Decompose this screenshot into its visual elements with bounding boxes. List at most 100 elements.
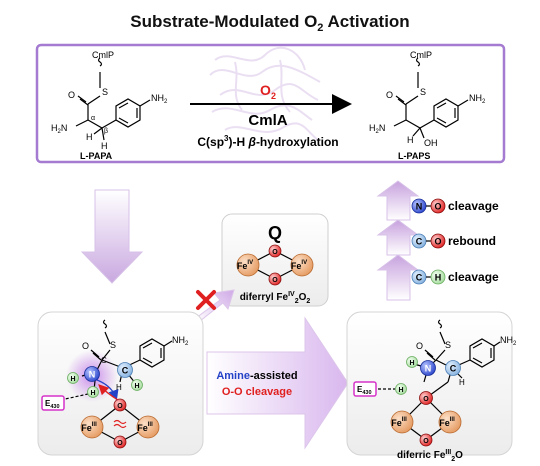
n-atom-icon (420, 360, 436, 376)
amine-assisted-arrow (206, 316, 349, 450)
o-atom-lower (419, 433, 433, 447)
h-atom-icon (67, 372, 79, 384)
residue-badge-right (353, 381, 377, 397)
product-name: L-PAPS (398, 151, 430, 161)
h-label-left-1: H (86, 132, 93, 142)
h-atom-icon (430, 269, 446, 285)
left-peroxo-core: FeIII FeIII O O (80, 398, 160, 449)
q-intermediate-panel (221, 213, 329, 307)
c-atom-icon (117, 362, 133, 378)
oxygen-label-right: O (386, 90, 393, 100)
right-complex-panel (346, 311, 513, 456)
left-complex-atoms: N H H C H (67, 362, 143, 398)
product-l-paps (393, 57, 469, 139)
svg-text:FeIV: FeIV (291, 260, 307, 271)
step-c-o-rebound: C O rebound (411, 233, 496, 249)
h-atom-icon (131, 379, 143, 391)
svg-text:O: O (423, 438, 429, 445)
left-complex-labels: S O C H NH2 (82, 335, 189, 392)
h-atom-icon (406, 356, 418, 368)
blocked-x-icon (196, 290, 216, 310)
c-atom-icon (445, 360, 461, 376)
beta-label-left: β (104, 128, 108, 135)
nh2-label-left: NH2 (151, 93, 168, 105)
svg-text:FeIV: FeIV (237, 260, 253, 271)
o2-label: O2 (260, 82, 276, 101)
step-n-o-cleavage: N O cleavage (411, 198, 499, 214)
svg-text:O: O (434, 202, 441, 212)
svg-text:O: O (117, 403, 123, 410)
svg-text:H: H (134, 383, 139, 390)
svg-text:S: S (445, 340, 451, 350)
svg-text:NH2: NH2 (172, 335, 189, 347)
svg-text:C: C (101, 356, 107, 365)
step-label-1: cleavage (448, 199, 499, 213)
svg-text:O: O (82, 341, 89, 351)
substrate-l-papa (75, 57, 151, 141)
svg-text:O: O (434, 237, 441, 247)
mechanism-step-arrows (376, 180, 420, 301)
o-o-cleavage-label: O-O cleavage (222, 386, 292, 398)
h-label-left-2: H (101, 141, 108, 151)
electron-arrow-blue (96, 379, 119, 401)
svg-text:N: N (89, 370, 96, 380)
svg-text:C: C (416, 273, 423, 283)
down-arrow (80, 189, 144, 284)
o-atom-bottom (268, 272, 282, 286)
oh-label-right: OH (424, 138, 438, 148)
h-label-right: H (407, 135, 414, 145)
h-atom-icon (395, 383, 407, 395)
carrier-label-left: CmlP (92, 50, 114, 60)
svg-text:N: N (425, 364, 432, 374)
o-atom-upper (419, 391, 433, 405)
svg-text:O: O (272, 277, 278, 284)
o-atom-lower (113, 435, 127, 449)
o-atom-icon (430, 198, 446, 214)
svg-text:FeIII: FeIII (81, 422, 97, 433)
h-atom-icon (87, 386, 99, 398)
svg-text:O: O (117, 440, 123, 447)
n-atom-icon (84, 366, 100, 382)
svg-text:FeIII: FeIII (137, 422, 153, 433)
sulfur-label-right: S (420, 87, 426, 97)
substrate-name: L-PAPA (80, 151, 113, 161)
diferric-caption: diferric FeIII2O (397, 449, 463, 461)
up-arrow-3 (376, 254, 420, 301)
up-arrow-2 (376, 219, 420, 256)
left-complex-panel (37, 311, 204, 456)
protein-structure-backdrop (209, 46, 321, 141)
svg-text:H: H (398, 387, 403, 394)
svg-text:H: H (70, 376, 75, 383)
svg-text:H: H (435, 273, 442, 283)
fe-iv-atom-left (236, 253, 260, 277)
right-complex-labels: S O H NH2 (416, 335, 517, 387)
nh2-label-right: NH2 (469, 93, 486, 105)
fe-iii-atom-right (438, 410, 462, 434)
svg-text:S: S (110, 340, 116, 350)
svg-text:H: H (409, 360, 414, 367)
page-title: Substrate-Modulated O2 Activation (130, 12, 409, 34)
residue-label-left: E430 (45, 399, 60, 410)
svg-text:FeIII: FeIII (439, 417, 455, 428)
o-atom-icon (430, 233, 446, 249)
oxygen-label-left: O (68, 90, 75, 100)
electron-arrow-red (98, 384, 119, 401)
right-diferric-core: FeIII FeIII O O (390, 391, 462, 447)
residue-label-right: E430 (357, 385, 372, 396)
svg-text:O: O (423, 396, 429, 403)
reaction-type-label: C(sp3)-H β-hydroxylation (197, 134, 338, 149)
svg-text:N: N (416, 202, 423, 212)
fe-iv-atom-right (290, 253, 314, 277)
fe-iii-atom-right (136, 415, 160, 439)
up-arrow-1 (376, 180, 420, 221)
step-c-h-cleavage: C H cleavage (411, 269, 499, 285)
svg-text:C: C (416, 237, 423, 247)
o-atom-top (268, 244, 282, 258)
carrier-label-right: CmlP (410, 50, 432, 60)
svg-text:H: H (90, 390, 95, 397)
svg-text:O: O (416, 341, 423, 351)
sulfur-label-left: S (102, 87, 108, 97)
right-complex-atoms: N H H C (395, 356, 461, 395)
step-label-2: rebound (448, 234, 496, 248)
blocked-pathway-arrow (195, 289, 235, 322)
